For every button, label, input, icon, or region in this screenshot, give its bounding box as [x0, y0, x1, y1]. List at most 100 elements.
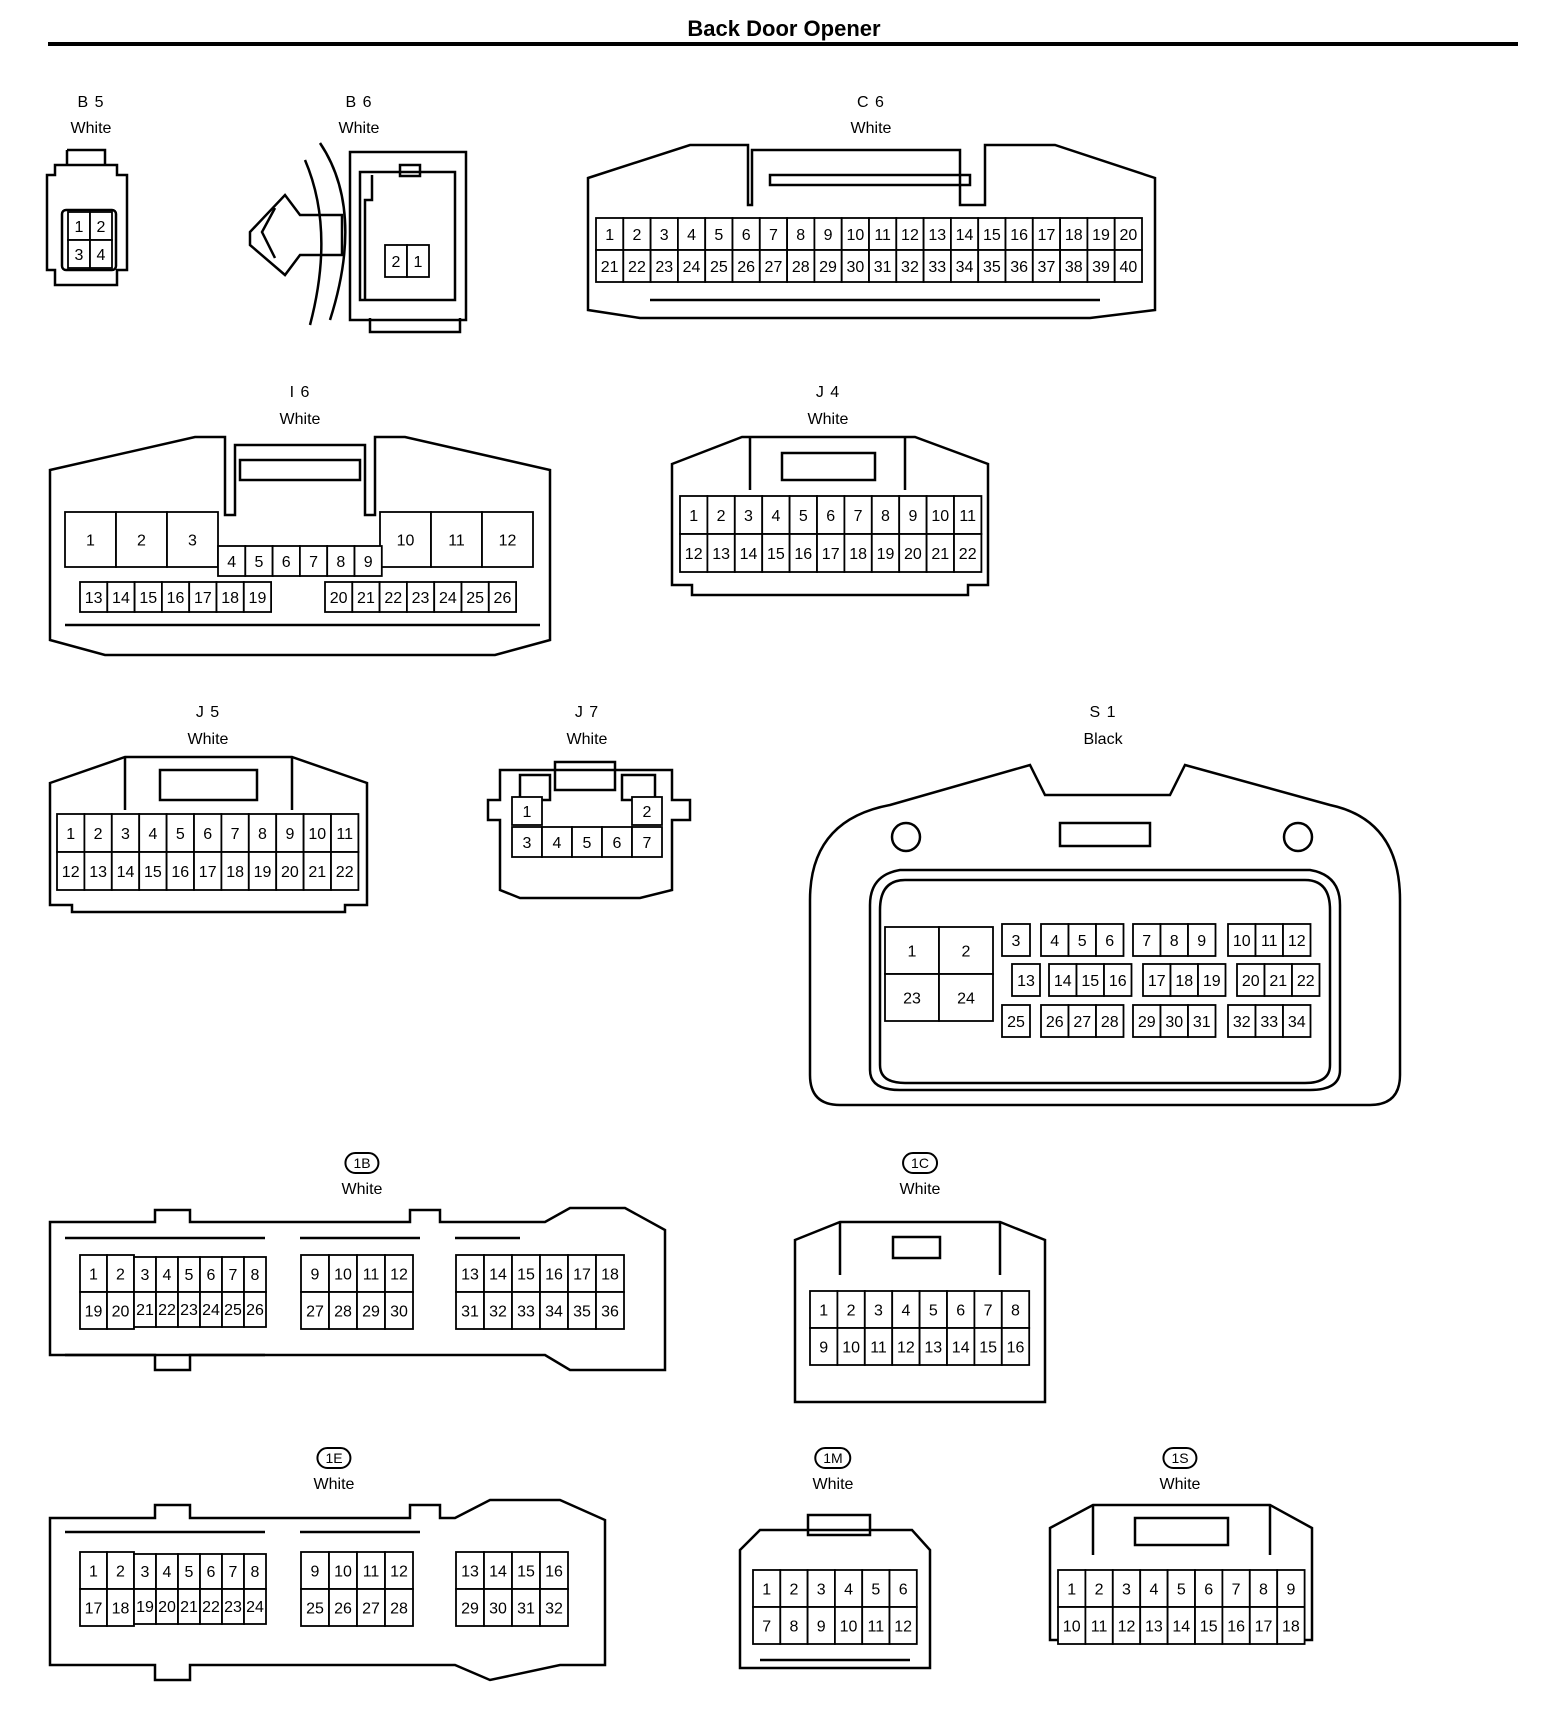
pin-1E-4: 4: [155, 1553, 179, 1590]
pin-J4-3: 3: [733, 495, 764, 535]
svg-text:3: 3: [1122, 1581, 1131, 1598]
svg-text:20: 20: [1242, 973, 1260, 990]
svg-text:23: 23: [224, 1599, 242, 1616]
pin-C6-34: 34: [950, 249, 980, 283]
svg-text:15: 15: [144, 864, 162, 881]
svg-text:4: 4: [148, 826, 157, 843]
svg-text:8: 8: [1259, 1581, 1268, 1598]
svg-text:2: 2: [94, 826, 103, 843]
connector-color-I6: White: [279, 411, 321, 428]
svg-text:6: 6: [1105, 933, 1114, 950]
connector-code-1M: 1M: [814, 1447, 852, 1469]
pin-I6-19: 19: [242, 581, 273, 613]
pin-I6-21: 21: [351, 581, 381, 613]
svg-text:26: 26: [246, 1302, 264, 1319]
svg-text:18: 18: [112, 1600, 130, 1617]
pin-S1-13: 13: [1011, 963, 1041, 997]
svg-text:40: 40: [1119, 259, 1137, 276]
pin-C6-22: 22: [622, 249, 652, 283]
svg-text:16: 16: [1227, 1618, 1245, 1635]
svg-text:14: 14: [117, 864, 135, 881]
pin-1E-13: 13: [455, 1551, 485, 1590]
pin-S1-33: 33: [1254, 1004, 1284, 1038]
svg-text:10: 10: [840, 1618, 858, 1635]
pin-J5-3: 3: [110, 813, 141, 853]
pin-C6-11: 11: [868, 217, 898, 251]
svg-text:3: 3: [141, 1564, 150, 1581]
pin-1C-6: 6: [946, 1290, 976, 1329]
svg-text:6: 6: [826, 508, 835, 525]
svg-text:18: 18: [1065, 227, 1083, 244]
pin-B6-2: 2: [384, 244, 408, 278]
svg-text:10: 10: [1063, 1618, 1081, 1635]
svg-text:26: 26: [494, 590, 512, 607]
pin-I6-8: 8: [326, 545, 356, 577]
svg-text:30: 30: [489, 1600, 507, 1617]
pin-J5-12: 12: [56, 851, 86, 891]
pin-C6-7: 7: [758, 217, 788, 251]
pin-J5-14: 14: [110, 851, 141, 891]
pin-I6-5: 5: [244, 545, 274, 577]
pin-J5-10: 10: [302, 813, 332, 853]
connector-code-1C: 1C: [902, 1152, 938, 1174]
svg-text:28: 28: [1101, 1014, 1119, 1031]
svg-text:17: 17: [1038, 227, 1056, 244]
pin-1S-4: 4: [1139, 1569, 1169, 1608]
pin-C6-33: 33: [922, 249, 952, 283]
svg-text:10: 10: [1233, 933, 1251, 950]
pin-1E-25: 25: [300, 1588, 330, 1627]
pin-1E-3: 3: [133, 1553, 157, 1590]
svg-text:32: 32: [545, 1600, 563, 1617]
svg-text:3: 3: [1012, 933, 1021, 950]
svg-text:32: 32: [1233, 1014, 1251, 1031]
pin-1M-12: 12: [888, 1606, 918, 1645]
pin-J4-7: 7: [843, 495, 873, 535]
svg-text:9: 9: [819, 1339, 828, 1356]
svg-text:19: 19: [877, 546, 895, 563]
svg-text:8: 8: [251, 1564, 260, 1581]
svg-text:7: 7: [643, 835, 652, 852]
svg-text:3: 3: [874, 1302, 883, 1319]
svg-text:14: 14: [1172, 1618, 1190, 1635]
pin-C6-5: 5: [704, 217, 734, 251]
pin-1M-11: 11: [861, 1606, 891, 1645]
svg-text:17: 17: [85, 1600, 103, 1617]
pin-S1-28: 28: [1095, 1004, 1125, 1038]
pin-1S-8: 8: [1248, 1569, 1279, 1608]
svg-text:12: 12: [1118, 1618, 1136, 1635]
pin-J4-14: 14: [733, 533, 764, 573]
svg-text:34: 34: [545, 1303, 563, 1320]
pin-1E-28: 28: [384, 1588, 414, 1627]
svg-text:18: 18: [849, 546, 867, 563]
pin-J4-6: 6: [816, 495, 846, 535]
pin-C6-25: 25: [704, 249, 734, 283]
pin-1B-12: 12: [384, 1254, 414, 1293]
svg-text:13: 13: [928, 227, 946, 244]
pin-1S-1: 1: [1057, 1569, 1087, 1608]
pin-1E-19: 19: [133, 1588, 157, 1625]
svg-text:3: 3: [523, 835, 532, 852]
pin-1C-12: 12: [891, 1327, 921, 1366]
svg-text:4: 4: [901, 1302, 910, 1319]
pin-1E-16: 16: [539, 1551, 569, 1590]
svg-text:18: 18: [1282, 1618, 1300, 1635]
connector-body-B6: [248, 142, 468, 334]
pin-S1-24: 24: [938, 973, 994, 1022]
svg-text:9: 9: [311, 1563, 320, 1580]
pin-B5-1: 1: [67, 211, 91, 241]
connector-color-S1: Black: [1083, 731, 1123, 748]
svg-text:7: 7: [854, 508, 863, 525]
svg-text:2: 2: [97, 219, 106, 236]
svg-text:8: 8: [789, 1618, 798, 1635]
svg-text:3: 3: [121, 826, 130, 843]
svg-text:2: 2: [847, 1302, 856, 1319]
svg-text:14: 14: [489, 1266, 507, 1283]
connector-color-J7: White: [566, 731, 608, 748]
pin-1S-14: 14: [1166, 1606, 1196, 1645]
pin-1M-5: 5: [861, 1569, 891, 1608]
pin-C6-4: 4: [677, 217, 707, 251]
pin-I6-12: 12: [481, 511, 534, 568]
svg-text:14: 14: [952, 1339, 970, 1356]
svg-text:25: 25: [710, 259, 728, 276]
pin-S1-19: 19: [1197, 963, 1227, 997]
